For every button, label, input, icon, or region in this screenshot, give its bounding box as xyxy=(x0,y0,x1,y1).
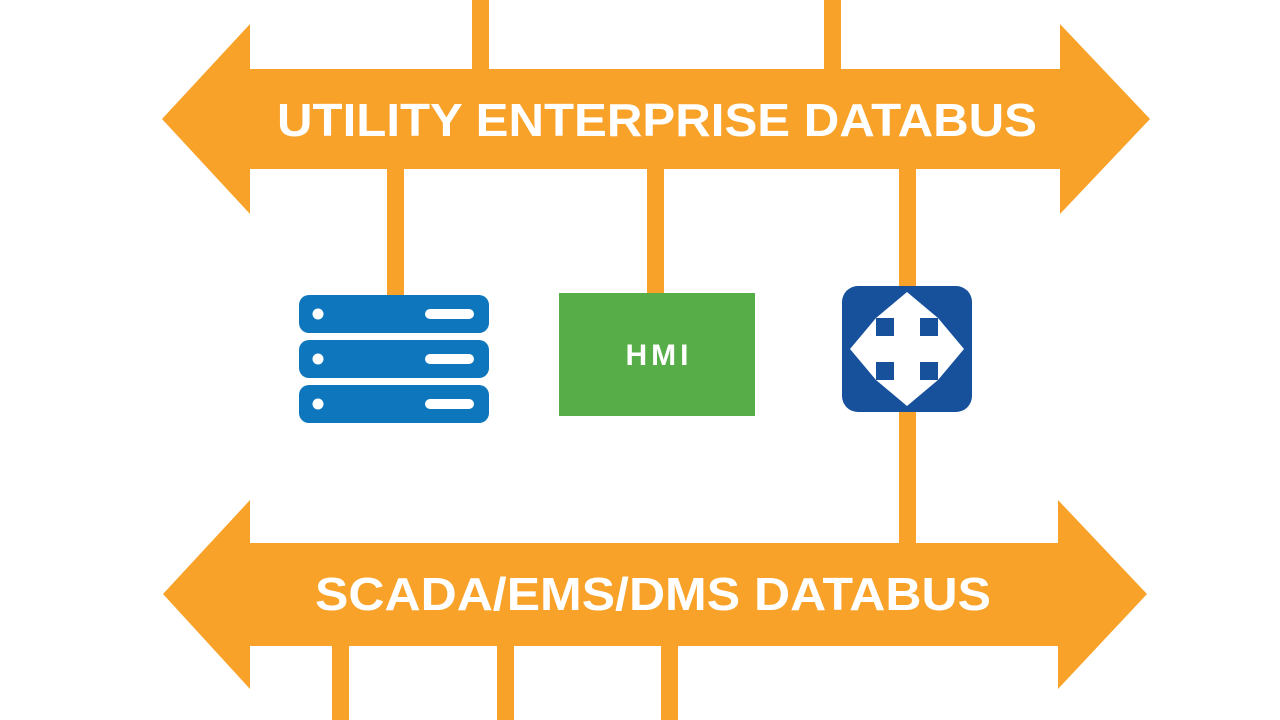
server-bay xyxy=(299,295,489,333)
bottom-feed-connector-line xyxy=(497,644,514,720)
server-slot xyxy=(425,309,474,319)
server-led-dot xyxy=(312,353,324,365)
scada-ems-dms-databus: SCADA/EMS/DMS DATABUS xyxy=(163,500,1147,689)
arrowhead-right xyxy=(938,318,964,380)
hmi-node: HMI xyxy=(559,293,755,416)
server-bay-body xyxy=(299,340,489,378)
server-slot xyxy=(425,399,474,409)
top-feed-connector-line xyxy=(472,0,489,70)
arrowhead-left xyxy=(850,318,876,380)
arrowhead-down xyxy=(876,380,938,406)
server-led-dot xyxy=(312,308,324,320)
server-slot xyxy=(425,354,474,364)
arrowhead-up xyxy=(876,292,938,318)
server-bay-body xyxy=(299,385,489,423)
hmi-label: HMI xyxy=(626,339,693,372)
server-connector-line xyxy=(387,168,404,298)
four-way-arrows-horizontal-shaft xyxy=(876,336,938,362)
four-way-arrows-icon xyxy=(850,292,964,406)
utility-enterprise-databus: UTILITY ENTERPRISE DATABUS xyxy=(162,24,1150,214)
server-bay-body xyxy=(299,295,489,333)
top-feed-connector-line xyxy=(824,0,841,70)
bottom-feed-connector-line xyxy=(332,644,349,720)
utility-enterprise-databus-arrow xyxy=(162,24,1150,214)
hmi-box xyxy=(559,293,755,416)
server-bay xyxy=(299,385,489,423)
router-node xyxy=(842,286,972,412)
utility-enterprise-databus-label: UTILITY ENTERPRISE DATABUS xyxy=(277,94,1037,146)
server-led-dot xyxy=(312,398,324,410)
server-bay xyxy=(299,340,489,378)
scada-ems-dms-databus-label: SCADA/EMS/DMS DATABUS xyxy=(315,568,991,620)
server-stack-icon xyxy=(299,295,489,423)
hmi-connector-line xyxy=(647,168,664,296)
scada-ems-dms-databus-arrow xyxy=(163,500,1147,689)
bottom-feed-connector-line xyxy=(661,644,678,720)
